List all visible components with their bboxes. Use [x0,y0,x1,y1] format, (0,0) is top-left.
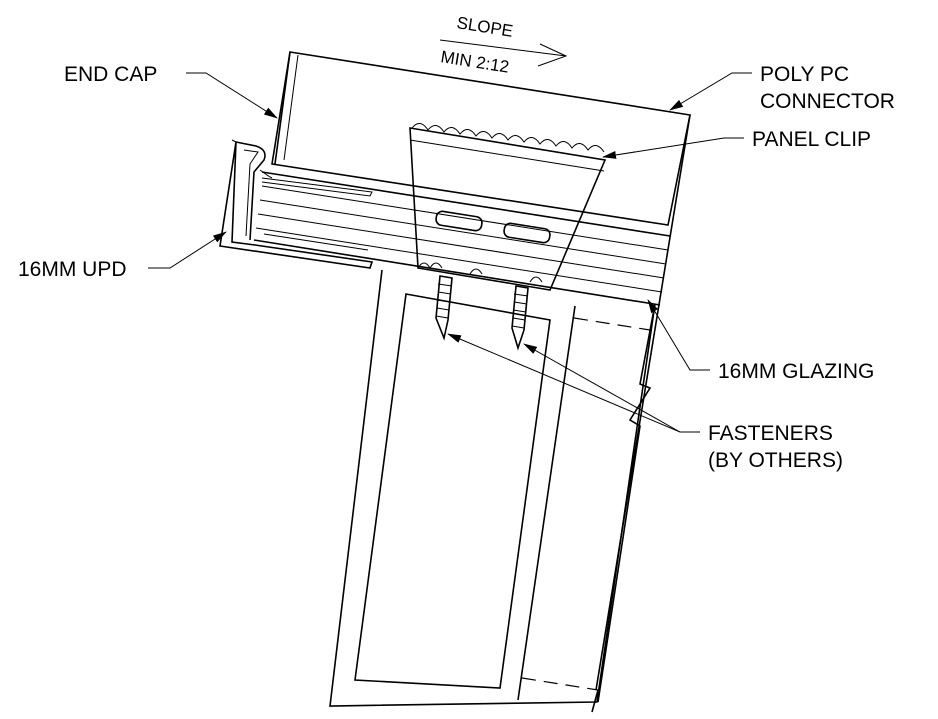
leader-fastener-2 [523,343,681,433]
panel-clip [409,123,607,291]
slope-indicator: SLOPE MIN 2:12 [439,13,568,77]
poly-pc-label-2: CONNECTOR [760,90,895,113]
leader-end-cap [186,72,278,119]
upd-label: 16MM UPD [18,258,127,281]
leader-fastener-1 [447,333,700,433]
fastener-right [511,285,529,351]
fasteners-label-2: (BY OTHERS) [708,449,843,472]
leader-poly-pc [669,72,752,111]
slope-label: SLOPE [455,13,514,41]
poly-pc-label-1: POLY PC [760,63,849,86]
fasteners-label-1: FASTENERS [708,422,833,445]
fastener-left [435,275,453,341]
glazing-panel [253,171,671,306]
leader-panel-clip [602,137,744,159]
end-cap-label: END CAP [64,63,157,86]
upd-profile [219,139,374,269]
leaders [148,72,752,433]
right-edge-line [595,114,691,691]
slope-ratio: MIN 2:12 [439,47,510,77]
glazing-label: 16MM GLAZING [718,360,874,383]
panel-clip-label: PANEL CLIP [752,128,871,151]
poly-pc-connector [271,51,691,226]
leader-glazing [647,299,710,371]
mullion-frame [329,269,656,713]
leader-upd [148,231,227,269]
